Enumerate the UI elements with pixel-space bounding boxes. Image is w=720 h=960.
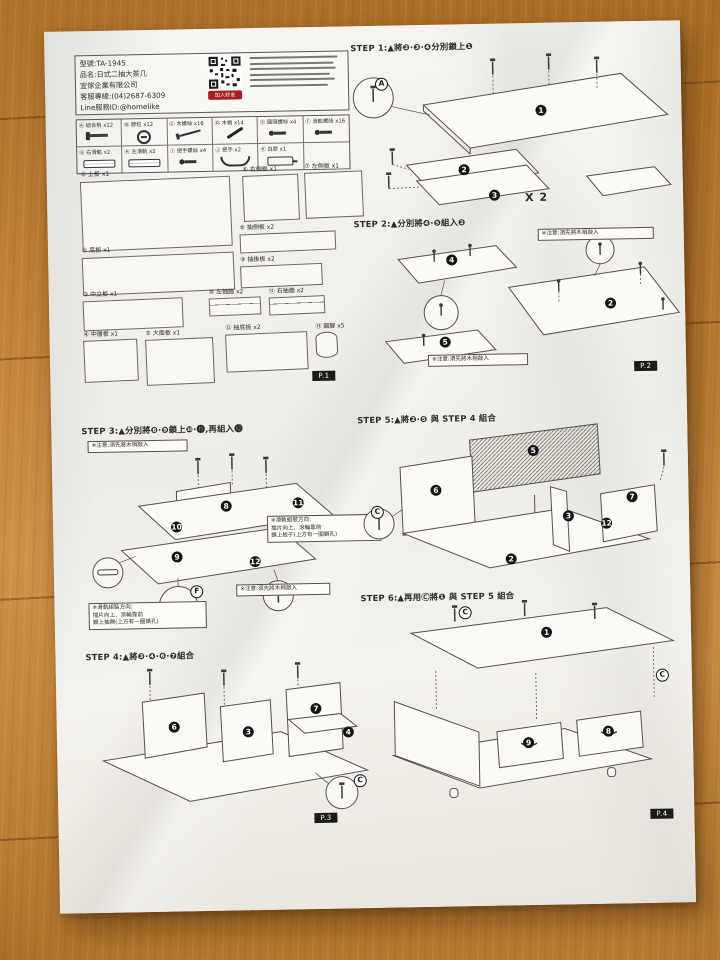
- step1-diagram: [352, 52, 672, 206]
- step4-title: STEP 4:▲將❸·❹·❻·❼組合: [85, 650, 195, 663]
- wood-dowel-icon: [226, 126, 244, 139]
- wood-screw-icon: [178, 129, 201, 138]
- fine-print-line: [249, 61, 334, 65]
- step6-title: STEP 6:▲再用Ⓒ將❶ 與 STEP 5 組合: [360, 590, 515, 604]
- panel-drawing: [83, 338, 139, 383]
- step5-diagram: [363, 423, 668, 569]
- rail-screw-icon: [320, 130, 333, 134]
- step3-note-dowel-2: ※注意:須先將木梢敲入: [236, 582, 331, 597]
- line-id: Line服務ID:@homelike: [80, 101, 160, 112]
- part-left-drawer-wall: ⑩ 左抽牆 x2: [208, 286, 262, 317]
- hardware-item: Ⓔ 圓頭螺絲 x4: [257, 116, 304, 144]
- cam-lock-icon: [137, 129, 152, 145]
- part-drawer-side: ⑧ 抽側板 x2: [239, 221, 337, 254]
- step1-times-two-label: X 2: [524, 190, 549, 205]
- step2-title: STEP 2:▲分別將❹·❺組入❷: [353, 217, 466, 230]
- hardware-item: Ⓕ 滑軌螺絲 x16: [303, 115, 350, 144]
- panel-drawing: [268, 295, 326, 316]
- page-tag-2: P.2: [634, 360, 658, 372]
- right-slide-rail-icon: [83, 159, 116, 169]
- step3-part-badge: 10: [170, 521, 183, 533]
- left-slide-rail-icon: [128, 158, 161, 168]
- fine-print-line: [249, 83, 328, 87]
- fine-print-line: [249, 55, 338, 60]
- panel-drawing: [145, 337, 215, 386]
- part-right-side: ⑥ 右側板 x1: [242, 163, 301, 222]
- panel-drawing: [225, 331, 309, 373]
- step6-diagram: [391, 599, 675, 799]
- handle-screw-icon: [184, 160, 197, 163]
- step2-note-dowel-2: ※注意:須先將木梢敲入: [427, 353, 529, 367]
- page-tag-1: P.1: [312, 370, 336, 382]
- qr-column: 加入好友: [203, 53, 246, 112]
- hardware-item: Ⓑ 膠粒 x12: [121, 118, 168, 147]
- foot-drawing: [315, 331, 339, 359]
- instruction-sheet: 型號:TA-1945 品名:日式二抽大茶几 宜傢企業有限公司 客服專線:(04)…: [43, 20, 697, 914]
- step1-title: STEP 1:▲將❷·❸·❹分別鎖上❶: [350, 41, 473, 54]
- step3-part-badge: 11: [292, 497, 304, 509]
- part-center-divider: ③ 中立板 x1: [82, 287, 184, 332]
- panel-drawing: [79, 175, 233, 253]
- panel-drawing: [82, 297, 184, 332]
- round-head-screw-icon: [274, 131, 287, 135]
- panel-drawing: [242, 173, 301, 222]
- fine-print-line: [249, 66, 336, 71]
- page-tag-4: P.4: [650, 808, 674, 819]
- cam-bolt-icon: [90, 133, 109, 138]
- part-big-face-panel: ⑤ 大面板 x1: [145, 327, 215, 386]
- step5-part-badge: 12: [600, 517, 613, 529]
- step3-note-slide-bottom: ※滑軌組裝方向: 擋片向上、滾輪靠前 鎖上抽屜(上方有一圈鎖孔): [88, 601, 207, 630]
- part-drawer-bottom: ⑫ 抽底板 x2: [225, 321, 309, 373]
- product-info-text: 型號:TA-1945 品名:日式二抽大茶几 宜傢企業有限公司 客服專線:(04)…: [75, 54, 204, 114]
- fine-print-line: [249, 77, 335, 82]
- panel-drawing: [239, 230, 337, 254]
- step2-diagram: [384, 235, 681, 364]
- hardware-item: Ⓓ 木梢 x14: [212, 116, 259, 145]
- panel-drawing: [208, 296, 262, 317]
- part-drawer-back: ⑨ 抽後板 x2: [240, 253, 323, 289]
- fine-print-line: [249, 72, 330, 76]
- hardware-item: Ⓒ 木螺絲 x16: [167, 117, 214, 146]
- part-right-drawer-wall: ⑪ 右抽牆 x2: [268, 285, 326, 316]
- part-top-panel: ① 上板 x1: [79, 167, 233, 253]
- step3-note-dowel: ※注意:須先將木梢敲入: [87, 439, 188, 453]
- step4-diagram: [101, 661, 370, 810]
- part-middle-shelf: ④ 中層板 x1: [83, 328, 139, 383]
- step3-part-badge: 12: [249, 556, 261, 568]
- fine-print-warnings: [245, 51, 348, 111]
- step2-note-dowel: ※注意:須先將木梢敲入: [537, 226, 654, 241]
- hardware-item: Ⓐ 結合梢 x12: [76, 119, 123, 148]
- step5-title: STEP 5:▲將❷·❺ 與 STEP 4 組合: [357, 412, 497, 426]
- line-add-friend-button: 加入好友: [208, 90, 243, 100]
- step3-title: STEP 3:▲分別將❽·❾鎖上❿·⓫,再組入⓬: [81, 423, 243, 437]
- qr-code: [207, 55, 243, 90]
- product-info-box: 型號:TA-1945 品名:日式二抽大茶几 宜傢企業有限公司 客服專線:(04)…: [74, 50, 350, 116]
- page-tag-3: P.3: [314, 812, 338, 824]
